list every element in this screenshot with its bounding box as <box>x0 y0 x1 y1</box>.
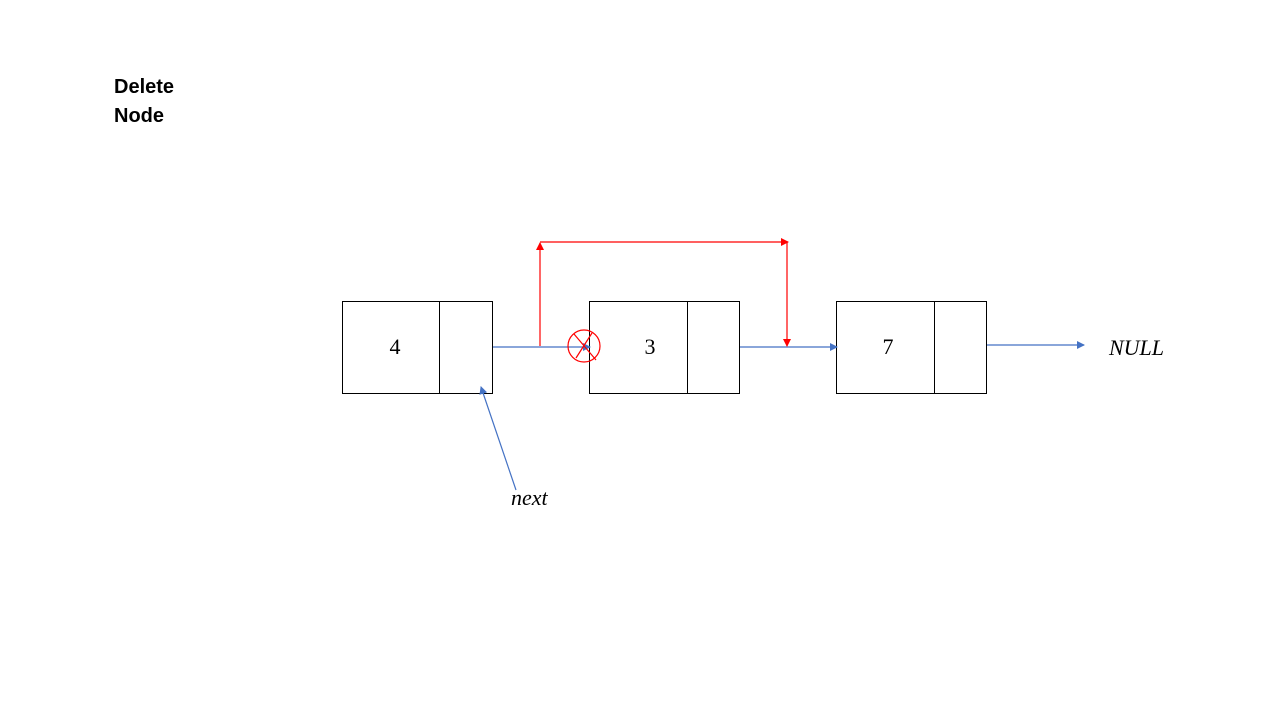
node-3-next-cell <box>934 301 987 394</box>
next-pointer-arrow <box>479 386 517 491</box>
node-1-value: 4 <box>390 334 401 359</box>
node-3-value: 7 <box>883 334 894 359</box>
null-label: NULL <box>1108 335 1164 360</box>
title-line-2: Node <box>114 105 164 127</box>
node-3: 7 <box>836 301 987 394</box>
node-2: 3 <box>589 301 740 394</box>
title-line-1: Delete <box>114 76 175 98</box>
node-1-next-cell <box>439 301 493 394</box>
node-1-data-cell <box>342 301 440 394</box>
node-2-next-cell <box>687 301 740 394</box>
node-2-value: 3 <box>645 334 656 359</box>
diagram-title: Delete Node <box>114 73 174 131</box>
node-1: 4 <box>342 301 493 394</box>
next-label: next <box>511 485 549 510</box>
bypass-link-arrow <box>536 238 791 347</box>
delete-cross-icon <box>567 329 601 363</box>
node-2-data-cell <box>589 301 688 394</box>
